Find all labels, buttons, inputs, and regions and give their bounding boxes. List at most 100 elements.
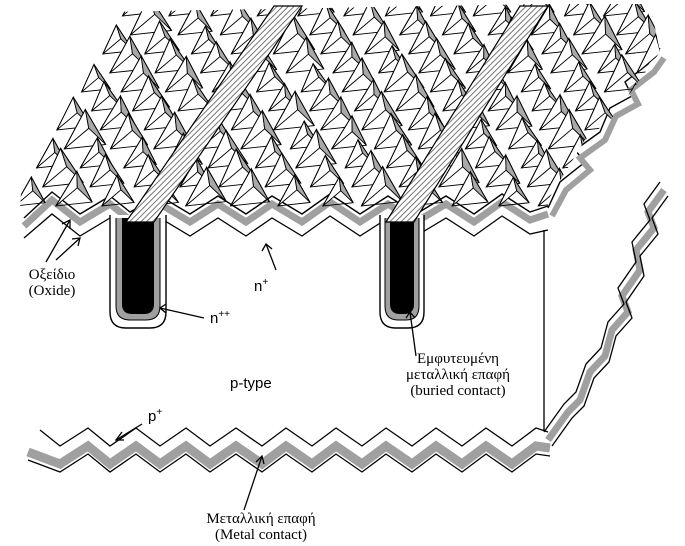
- pyramid-outline: [267, 82, 299, 112]
- pyramid-outline: [99, 94, 137, 131]
- pyramid-face-lit: [408, 19, 430, 55]
- p-plus-rear-line: [39, 427, 549, 447]
- pyramid-face-shadow: [139, 4, 158, 13]
- pyramid-face-lit: [616, 4, 639, 36]
- pyramid-outline: [506, 39, 544, 74]
- pyramid-outline: [42, 147, 85, 188]
- pyramid-face-lit: [20, 175, 34, 207]
- pyramid-outline: [218, 148, 260, 188]
- metal-contact-layer: [26, 440, 551, 470]
- pyramid-outline: [101, 174, 135, 207]
- metal-contact-label: Μεταλλική επαφή (Metal contact): [196, 511, 326, 544]
- pyramid-outline: [541, 22, 575, 55]
- oxide-label: Οξείδιο (Oxide): [16, 267, 88, 300]
- pyramid-face-lit: [384, 4, 408, 17]
- pyramid-outline: [464, 118, 498, 150]
- pyramid-outline: [164, 55, 204, 93]
- pyramid-outline: [122, 135, 158, 169]
- pyramid-outline: [526, 148, 568, 188]
- pyramid-face-shadow: [655, 34, 660, 69]
- pyramid-outline: [383, 53, 425, 93]
- pyramid-face-lit: [143, 94, 166, 131]
- oxide-label-greek: Οξείδιο: [28, 267, 76, 283]
- n-plus-label-sup: +: [262, 277, 269, 288]
- pyramid-face-lit: [343, 4, 364, 17]
- pyramid-outline: [240, 109, 282, 150]
- pyramid-outline: [418, 37, 456, 74]
- pyramid-outline: [322, 176, 354, 207]
- pyramid-outline: [472, 4, 512, 17]
- pyramid-outline: [451, 170, 489, 207]
- pyramid-face-lit: [659, 4, 660, 36]
- pyramid-outline: [154, 37, 192, 74]
- pyramid-outline: [190, 25, 222, 55]
- finger-contact-right: [384, 5, 550, 223]
- pyramid-outline: [300, 62, 332, 93]
- pyramid-face-lit: [219, 4, 243, 36]
- pyramid-outline: [177, 77, 213, 112]
- pyramid-outline: [143, 95, 181, 131]
- pyramid-outline: [184, 166, 228, 207]
- pyramid-outline: [360, 165, 404, 207]
- pyramid-outline: [79, 136, 113, 169]
- pyramid-outline: [294, 128, 337, 169]
- p-plus-label-sup: +: [156, 407, 163, 418]
- metal-contact-outline: [27, 453, 551, 473]
- pyramid-outline: [254, 135, 290, 169]
- buried-contact-metal-right: [390, 218, 414, 314]
- pyramid-outline: [398, 4, 432, 36]
- pyramid-outline: [309, 154, 345, 188]
- pyramid-outline: [652, 4, 660, 17]
- pyramid-face-lit: [255, 135, 276, 169]
- back-wall-grey: [545, 187, 667, 443]
- pyramid-outline: [361, 90, 403, 131]
- back-wall-line-2: [551, 195, 669, 447]
- pyramid-outline: [63, 108, 107, 150]
- pyramid-outline: [341, 57, 379, 93]
- n-plusplus-label-base: n: [210, 310, 219, 327]
- pyramid-outline: [547, 108, 591, 150]
- pyramid-outline: [485, 153, 521, 188]
- pyramid-outline: [487, 81, 519, 112]
- pyramid-outline: [563, 4, 597, 17]
- pyramid-face-shadow: [668, 0, 683, 13]
- pyramid-outline: [320, 20, 356, 55]
- pyramid-outline: [230, 93, 270, 131]
- pyramid-outline: [531, 81, 563, 112]
- pyramid-outline: [520, 139, 552, 169]
- pyramid-face-shadow: [401, 4, 424, 13]
- pyramid-outline: [289, 120, 321, 150]
- pyramid-face-lit: [472, 4, 496, 17]
- pyramid-outline: [90, 80, 124, 112]
- pyramid-outline: [54, 170, 93, 207]
- pyramid-outline: [20, 176, 46, 207]
- pyramid-outline: [168, 4, 200, 17]
- buried-contact-label: Εμφυτευμένη μεταλλική επαφή (buried cont…: [388, 351, 528, 399]
- pyramid-outline: [363, 20, 400, 55]
- pyramid-outline: [285, 36, 325, 74]
- pyramid-outline: [384, 4, 424, 17]
- buried-contact-groove-right: [379, 215, 425, 329]
- n-plusplus-label-sup: ++: [218, 309, 231, 320]
- pyramid-outline: [120, 54, 160, 93]
- pyramid-outline: [658, 4, 660, 36]
- pyramid-outline: [615, 4, 655, 36]
- pyramid-outline: [199, 40, 235, 74]
- n-plusplus-contact-left: [122, 218, 154, 314]
- pyramid-face-lit: [122, 4, 144, 17]
- pyramid-outline: [330, 114, 368, 150]
- pyramid-outline: [437, 147, 480, 188]
- pyramid-outline: [108, 35, 149, 74]
- pyramid-outline: [429, 4, 467, 17]
- pyramid-outline: [507, 116, 543, 150]
- pyramid-outline: [56, 96, 92, 131]
- pyramid-outline: [80, 63, 112, 93]
- pyramid-outline: [453, 22, 487, 55]
- leader-arrows: [45, 218, 417, 511]
- pyramid-outline: [574, 80, 608, 112]
- pyramid-outline: [407, 20, 445, 55]
- pyramid-outline: [572, 4, 610, 36]
- pyramid-outline: [319, 95, 357, 131]
- pyramid-outline: [255, 61, 289, 93]
- pyramid-outline: [351, 149, 391, 188]
